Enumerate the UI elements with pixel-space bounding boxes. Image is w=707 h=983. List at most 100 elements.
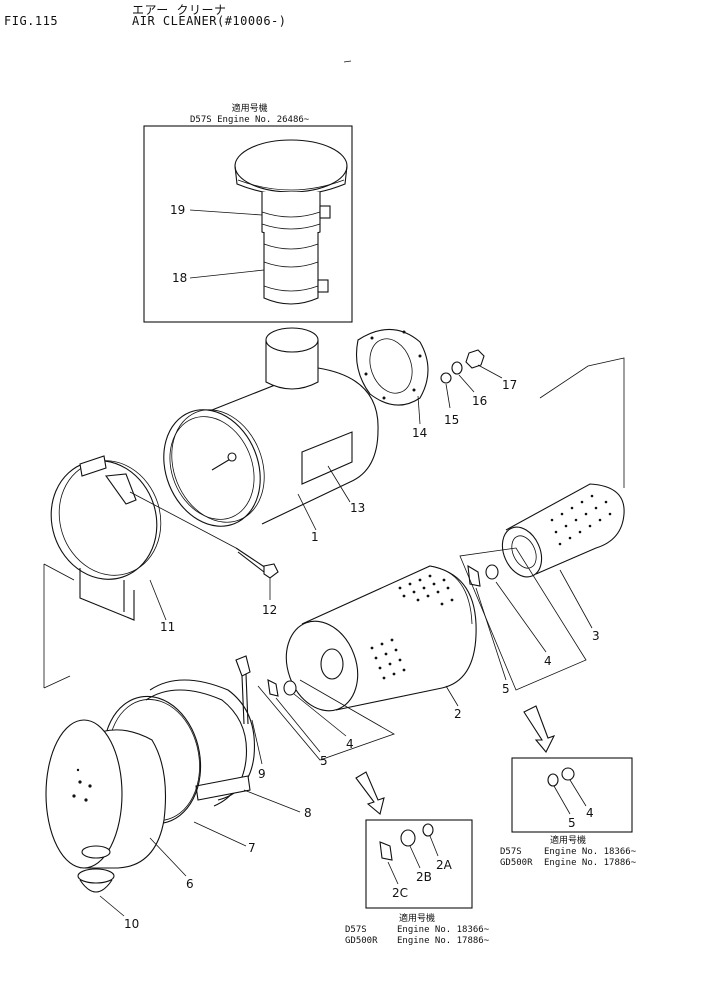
outer-element-perforations <box>370 574 454 680</box>
callout-13: 13 <box>350 501 365 515</box>
leader-line <box>409 845 421 869</box>
callout-10: 10 <box>124 917 139 931</box>
title-japanese: エアー クリーナ <box>132 3 227 17</box>
leader-line <box>458 374 475 393</box>
leader-line <box>193 821 247 847</box>
callout-5: 5 <box>320 754 328 768</box>
nut <box>465 349 485 369</box>
applicability-model: D57S <box>345 925 367 935</box>
figure-number: FIG.115 <box>4 14 59 28</box>
callout-11: 11 <box>160 620 175 634</box>
callout-19: 19 <box>170 203 185 217</box>
title-english: AIR CLEANER(#10006-) <box>132 14 287 28</box>
callout-4: 4 <box>346 737 354 751</box>
leader-line <box>553 785 571 815</box>
applicability-model: GD500R <box>500 858 533 868</box>
callout-4-inset: 4 <box>586 806 594 820</box>
applicability-model: D57S <box>500 847 522 857</box>
wing-nut <box>467 564 481 587</box>
inset-top-applicability: 適用号機 D57S Engine No. 26486~ <box>190 104 309 126</box>
arrow-icon <box>355 771 385 815</box>
callout-16: 16 <box>472 394 487 408</box>
washer <box>283 680 297 696</box>
leader-line <box>445 685 459 707</box>
applicability-model: D57S <box>190 115 212 125</box>
callout-5-inset: 5 <box>568 816 576 830</box>
applicability-heading: 適用号機 <box>550 836 587 846</box>
applicability-engine: Engine No. 26486~ <box>217 115 310 125</box>
inner-element <box>501 483 625 578</box>
leader-line <box>495 581 547 653</box>
callout-12: 12 <box>262 603 277 617</box>
callout-5-right: 5 <box>502 682 510 696</box>
leader-line <box>387 861 399 885</box>
leader-line <box>569 779 587 807</box>
leader-line <box>429 835 439 857</box>
callout-7: 7 <box>248 841 256 855</box>
dust-cup <box>45 719 166 869</box>
gasket-flange <box>355 328 429 406</box>
leader-line <box>445 383 451 409</box>
callout-9: 9 <box>258 767 266 781</box>
stray-mark <box>343 60 352 63</box>
inset-box-precleaner <box>143 125 353 323</box>
arrow-icon <box>523 705 556 753</box>
mounting-band <box>43 455 162 689</box>
leader-line <box>293 693 347 737</box>
leader-line <box>99 895 125 917</box>
inset-box-right <box>511 757 633 833</box>
callout-14: 14 <box>412 426 427 440</box>
callout-8: 8 <box>304 806 312 820</box>
leader-line <box>149 579 167 621</box>
applicability-heading: 適用号機 <box>399 914 436 924</box>
callout-17: 17 <box>502 378 517 392</box>
leader-line <box>189 269 265 279</box>
callout-1: 1 <box>311 530 319 544</box>
leader-line <box>297 493 317 531</box>
inset-guide-lines <box>539 357 625 488</box>
leader-line <box>243 789 301 813</box>
inset-guide-lines <box>459 547 587 691</box>
callout-6: 6 <box>186 877 194 891</box>
band-bolt <box>129 491 279 579</box>
applicability-engine: Engine No. 17886~ <box>544 858 637 868</box>
leader-line <box>275 697 321 753</box>
leader-line <box>189 209 263 216</box>
wing-nut <box>267 679 279 697</box>
washer <box>485 564 499 580</box>
callout-3: 3 <box>592 629 600 643</box>
callout-2C: 2C <box>392 886 408 900</box>
nut <box>561 767 575 781</box>
washer <box>422 823 434 837</box>
leader-line <box>417 395 421 425</box>
callout-2B: 2B <box>416 870 432 884</box>
applicability-model: GD500R <box>345 936 378 946</box>
inset-box-bottom <box>365 819 473 909</box>
leader-line <box>251 719 263 765</box>
callout-4-right: 4 <box>544 654 552 668</box>
leader-line <box>559 569 593 629</box>
leader-line <box>327 465 351 503</box>
inset-right-applicability: 適用号機 D57S Engine No. 18366~ GD500R Engine … <box>500 836 636 869</box>
applicability-heading: 適用号機 <box>231 104 268 114</box>
outer-element <box>285 565 477 712</box>
wing-nut <box>379 841 393 861</box>
applicability-engine: Engine No. 18366~ <box>397 925 490 935</box>
callout-2: 2 <box>454 707 462 721</box>
applicability-engine: Engine No. 18366~ <box>544 847 637 857</box>
clamp-band <box>145 679 256 807</box>
callout-15: 15 <box>444 413 459 427</box>
air-cleaner-body <box>163 327 379 527</box>
washer <box>547 773 559 787</box>
leader-line <box>475 587 507 681</box>
lock-washer <box>451 361 463 375</box>
clamp-bolt <box>235 655 251 725</box>
leader-line <box>149 837 187 877</box>
leader-line <box>477 364 503 379</box>
callout-2A: 2A <box>436 858 453 872</box>
callout-18: 18 <box>172 271 187 285</box>
inset-guide-lines <box>257 679 395 761</box>
evacuator-valve <box>77 845 115 893</box>
